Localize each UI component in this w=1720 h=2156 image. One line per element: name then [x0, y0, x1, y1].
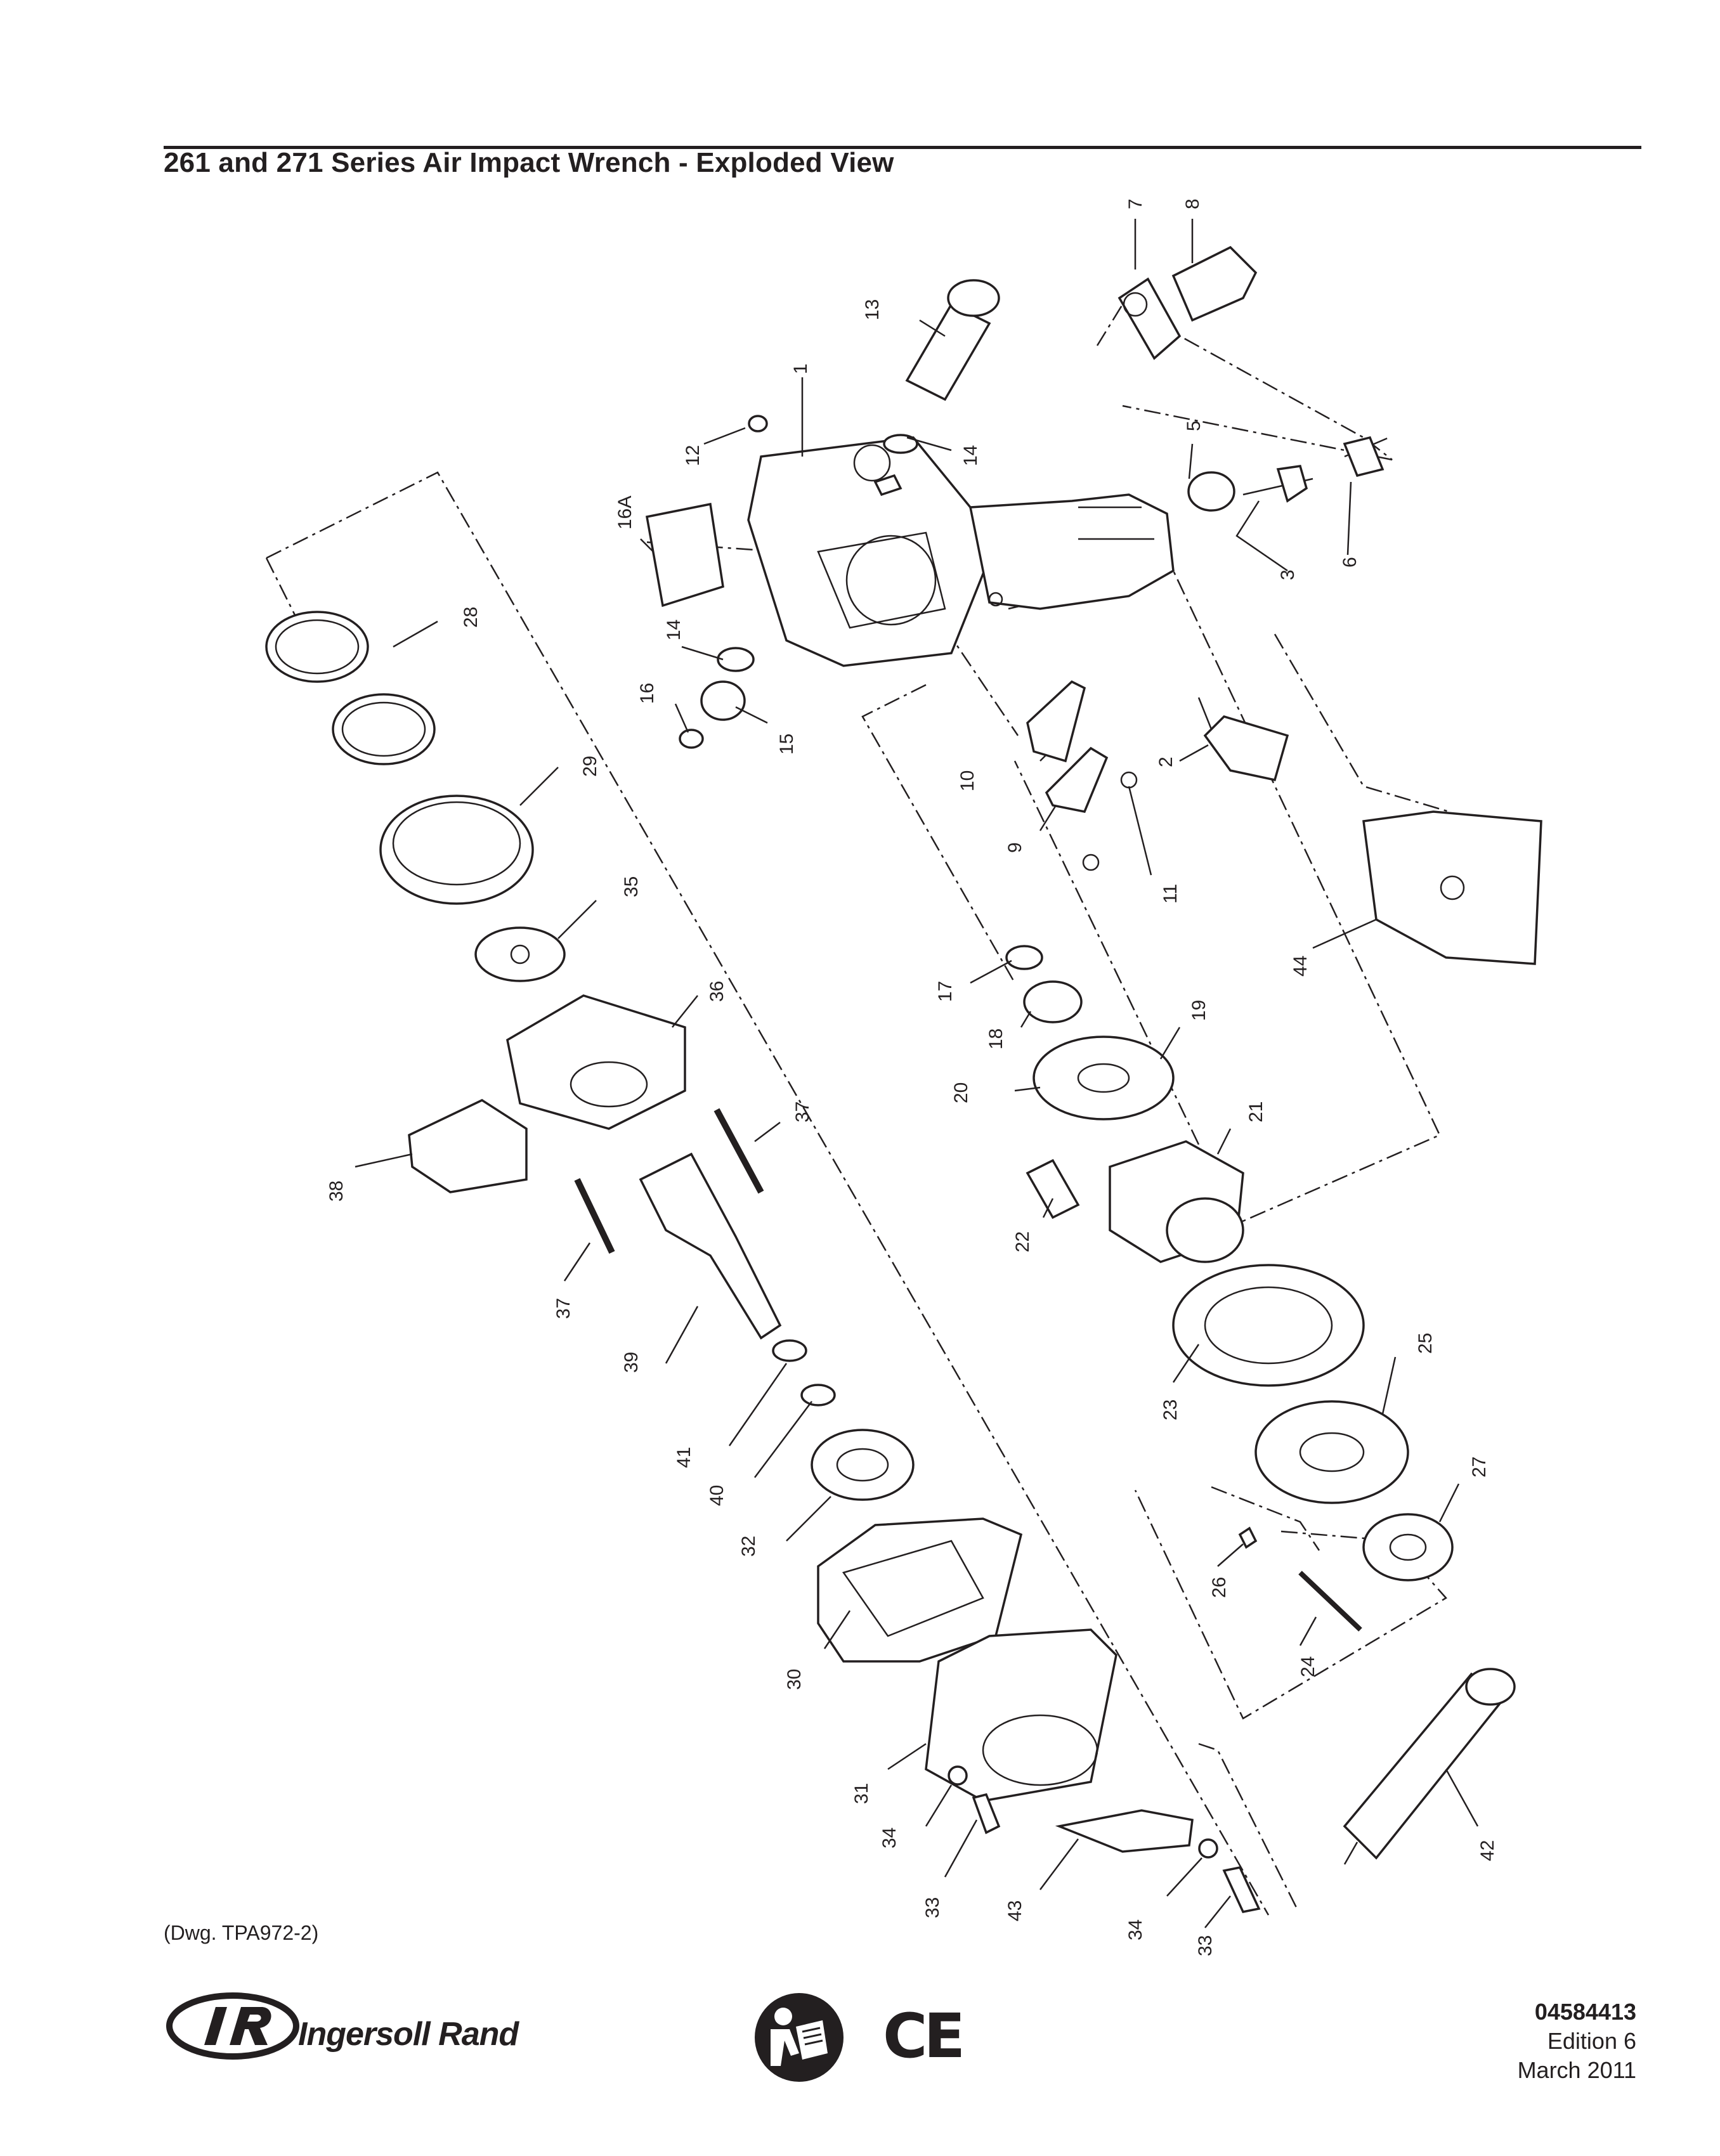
part-label-30: 30	[784, 1669, 805, 1690]
valve-parts	[748, 415, 1384, 512]
part-label-15: 15	[776, 734, 797, 755]
part-number-labels: 1 2 3 5 6 7 8 9 10 11 12 13 14 14 15 16 …	[326, 198, 1498, 1956]
part-label-11: 11	[1160, 884, 1181, 904]
part-label-33-right: 33	[1195, 1935, 1216, 1956]
part-label-9: 9	[1005, 842, 1026, 853]
part-label-37-left: 37	[553, 1298, 574, 1319]
part-label-24: 24	[1298, 1656, 1319, 1677]
part-label-42: 42	[1477, 1840, 1498, 1861]
part-label-34-left: 34	[879, 1828, 900, 1848]
part-label-37-right: 37	[792, 1101, 813, 1122]
motor-parts	[1005, 945, 1365, 1387]
drawing-reference: (Dwg. TPA972-2)	[164, 1921, 319, 1944]
part-label-1: 1	[790, 363, 811, 374]
part-label-16: 16	[637, 683, 658, 704]
part-label-7: 7	[1125, 198, 1146, 209]
leader-lines	[355, 219, 1479, 1928]
ce-mark-icon: CE	[883, 2001, 965, 2072]
part-label-43: 43	[1005, 1900, 1026, 1921]
part-label-18: 18	[986, 1029, 1007, 1049]
part-label-22: 22	[1012, 1231, 1033, 1252]
part-label-28: 28	[460, 607, 481, 628]
part-label-40: 40	[707, 1485, 727, 1506]
part-label-19: 19	[1189, 1000, 1209, 1021]
part-label-8: 8	[1182, 198, 1203, 209]
side-handle-part-42	[1343, 1668, 1516, 1865]
end-plate-parts	[1238, 1400, 1454, 1632]
trigger-and-reverse-parts	[1026, 680, 1289, 871]
part-label-10: 10	[957, 770, 978, 791]
motor-housing-part-1	[747, 436, 1175, 667]
part-label-17: 17	[935, 981, 956, 1002]
edition: Edition 6	[1547, 2028, 1636, 2054]
part-label-32: 32	[738, 1536, 759, 1557]
publication-date: March 2011	[1517, 2057, 1636, 2083]
part-label-6: 6	[1339, 557, 1360, 568]
part-label-14-upper: 14	[960, 445, 981, 466]
part-label-34-right: 34	[1125, 1919, 1146, 1940]
part-label-39: 39	[621, 1352, 642, 1373]
part-label-31: 31	[851, 1783, 872, 1804]
nose-parts	[817, 1517, 1261, 1913]
part-label-21: 21	[1246, 1101, 1267, 1122]
part-label-35: 35	[621, 876, 642, 897]
part-label-29: 29	[580, 756, 601, 777]
part-label-44: 44	[1290, 956, 1311, 977]
read-manual-icon	[755, 1993, 844, 2082]
part-label-3: 3	[1277, 569, 1298, 580]
part-label-14-lower: 14	[663, 620, 684, 640]
label-plate-part-16a	[645, 502, 724, 607]
part-label-26: 26	[1209, 1577, 1230, 1598]
hammer-case-parts	[265, 611, 915, 1501]
title-rule	[164, 146, 1641, 149]
inlet-parts-upper	[873, 245, 1258, 497]
part-label-5: 5	[1183, 420, 1204, 431]
part-label-25: 25	[1415, 1333, 1436, 1354]
part-label-23: 23	[1160, 1399, 1181, 1420]
part-label-36: 36	[707, 981, 727, 1002]
part-label-27: 27	[1469, 1457, 1490, 1477]
document-info: 04584413 Edition 6 March 2011	[1518, 1997, 1636, 2085]
brand-name: Ingersoll Rand	[298, 2016, 519, 2053]
part-label-13: 13	[862, 299, 883, 320]
page-title: 261 and 271 Series Air Impact Wrench - E…	[164, 147, 894, 178]
gasket-part-44	[1362, 810, 1542, 965]
part-label-2: 2	[1156, 757, 1176, 767]
part-label-16a: 16A	[615, 496, 635, 529]
reverse-valve-parts	[679, 647, 755, 749]
part-label-12: 12	[682, 445, 703, 466]
ingersoll-rand-logo-icon	[166, 1992, 299, 2060]
part-label-41: 41	[674, 1447, 694, 1468]
part-label-38: 38	[326, 1181, 347, 1202]
part-label-33-left: 33	[922, 1897, 943, 1918]
document-number: 04584413	[1534, 1999, 1636, 2025]
part-label-20: 20	[951, 1082, 972, 1103]
